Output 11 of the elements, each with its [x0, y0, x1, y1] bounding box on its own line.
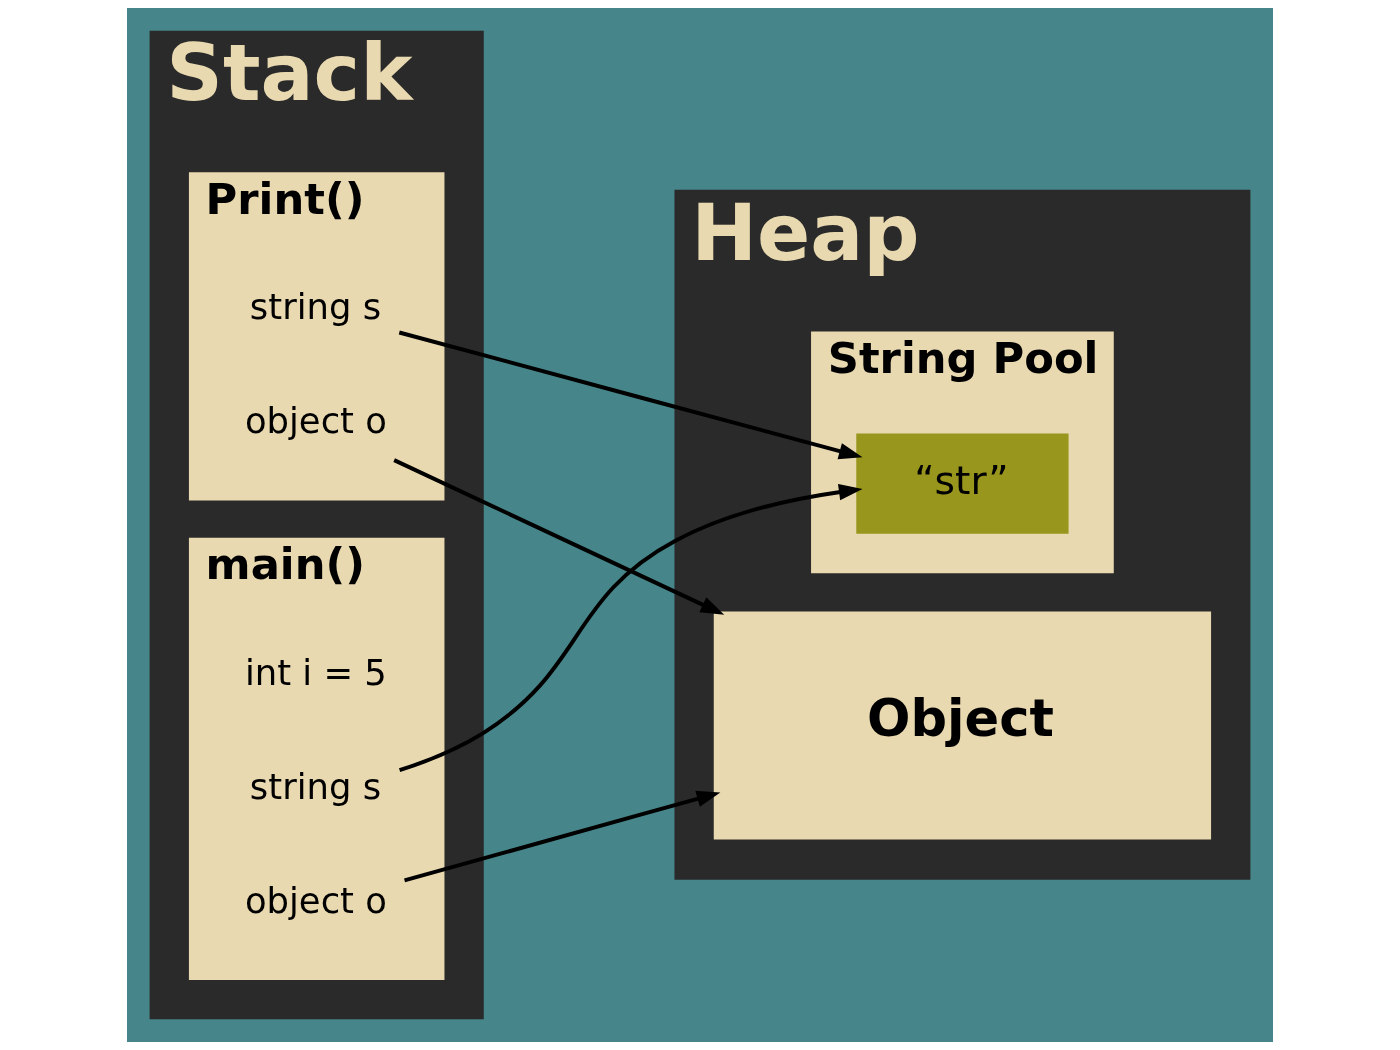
arrow	[398, 330, 863, 460]
node-text: object o	[244, 880, 387, 922]
node-text: string s	[249, 286, 382, 328]
node-text: string s	[249, 766, 382, 808]
arrow	[398, 483, 863, 773]
arrow	[393, 458, 725, 615]
node-box: “str”	[856, 433, 1069, 534]
node-text: object o	[244, 400, 387, 442]
arrow	[404, 790, 721, 883]
node-text: int i = 5	[244, 652, 387, 694]
node-box: Object	[713, 611, 1212, 840]
